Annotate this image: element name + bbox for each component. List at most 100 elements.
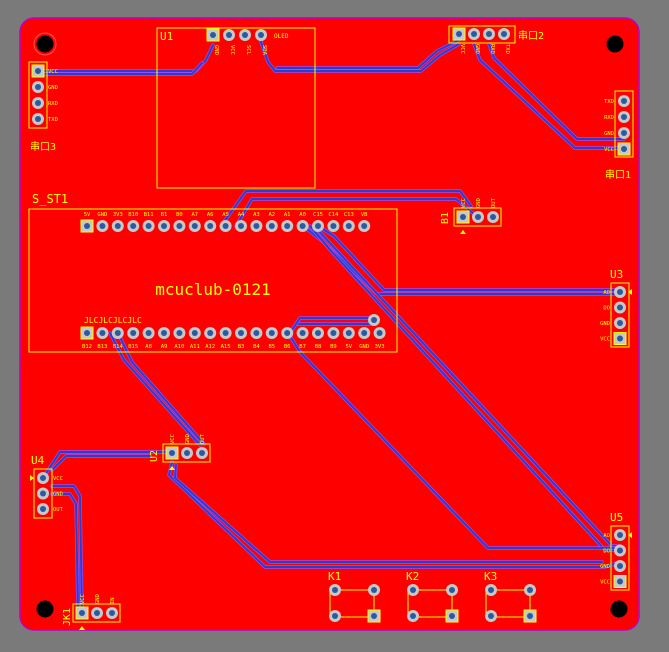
pad xyxy=(127,327,140,339)
pad xyxy=(188,327,201,339)
pad xyxy=(239,29,251,41)
s-st1-bottom-label: JLCJLCJLCJLC xyxy=(84,316,142,325)
pad xyxy=(614,317,626,329)
pin-label: OUT xyxy=(53,507,64,513)
pin-label: A15 xyxy=(221,344,231,350)
u1-tag: OLED xyxy=(274,33,289,40)
pad xyxy=(296,327,309,339)
pad xyxy=(37,487,49,500)
pad xyxy=(80,219,94,233)
u3-ref: U3 xyxy=(610,268,623,281)
trace xyxy=(109,332,201,446)
serial1-outline xyxy=(614,90,634,158)
u5-ref: U5 xyxy=(610,511,623,524)
pin-label: GND xyxy=(600,321,610,327)
pad xyxy=(483,28,495,40)
pad xyxy=(219,327,232,339)
pad xyxy=(173,327,186,339)
pad xyxy=(235,327,247,339)
pad xyxy=(618,95,630,107)
board-title: mcuclub-0121 xyxy=(155,280,271,299)
pad xyxy=(165,446,179,460)
pad xyxy=(358,220,371,232)
pad xyxy=(265,220,278,232)
key-k1[interactable]: K1 xyxy=(328,570,381,623)
pad xyxy=(96,220,109,232)
pin-label: B12 xyxy=(82,344,92,350)
pin1-marker xyxy=(628,289,632,295)
pin-label: A1 xyxy=(284,212,291,218)
pin-label: 5V xyxy=(84,212,91,218)
pad xyxy=(312,327,324,339)
u5-outline xyxy=(610,525,630,591)
test-point xyxy=(368,314,380,326)
key-k2[interactable]: K2 xyxy=(406,570,459,623)
key-label: K1 xyxy=(328,570,341,583)
trace xyxy=(317,225,621,291)
pin-label: GND xyxy=(48,85,58,91)
pad xyxy=(111,220,124,232)
pad xyxy=(181,447,193,459)
pad xyxy=(329,584,341,596)
pad xyxy=(265,327,278,339)
pad xyxy=(468,28,480,40)
pin-label: A9 xyxy=(161,344,168,350)
pin-label: B5 xyxy=(268,344,275,350)
pad xyxy=(407,584,419,596)
key-outline xyxy=(329,589,375,618)
trace xyxy=(37,62,203,75)
pad xyxy=(613,332,627,345)
trace xyxy=(302,225,621,295)
u4-ref: U4 xyxy=(31,454,45,467)
pin-label: OUT xyxy=(200,433,206,444)
pad xyxy=(407,610,419,622)
pin-label: C15 xyxy=(313,212,323,218)
pad xyxy=(281,220,294,232)
key-k3[interactable]: K3 xyxy=(484,570,537,623)
pad xyxy=(327,327,340,339)
pad xyxy=(250,327,263,339)
serial2-outline xyxy=(448,25,516,44)
key-buttons[interactable]: K1 K2 K3 xyxy=(328,570,537,623)
u1-ref: U1 xyxy=(160,30,173,43)
pad xyxy=(487,211,499,223)
serial1-ref: 串口1 xyxy=(605,169,631,181)
pad xyxy=(358,327,371,339)
u4-outline xyxy=(33,468,53,519)
trace xyxy=(235,198,475,227)
pin-label: A8 xyxy=(145,344,152,350)
pin-label: VCC xyxy=(600,580,610,586)
u3-outline xyxy=(610,282,630,348)
pad xyxy=(618,111,630,123)
pin-label: VCC xyxy=(170,434,176,444)
jk1-ref: JK1 xyxy=(62,608,73,626)
pin-label: GND xyxy=(185,434,191,444)
pin-label: B9 xyxy=(330,344,337,350)
pad xyxy=(296,220,309,232)
pin-label: B0 xyxy=(176,212,183,218)
pad xyxy=(445,609,459,623)
pin-label: GND xyxy=(213,45,219,55)
pin-label: B7 xyxy=(299,344,306,350)
pin-label: A12 xyxy=(205,344,215,350)
pad xyxy=(614,560,626,572)
pin1-marker xyxy=(79,626,85,630)
pin-label: B14 xyxy=(113,344,124,350)
pad xyxy=(373,327,386,339)
pin-label: AO xyxy=(603,533,610,539)
trace xyxy=(309,225,621,551)
